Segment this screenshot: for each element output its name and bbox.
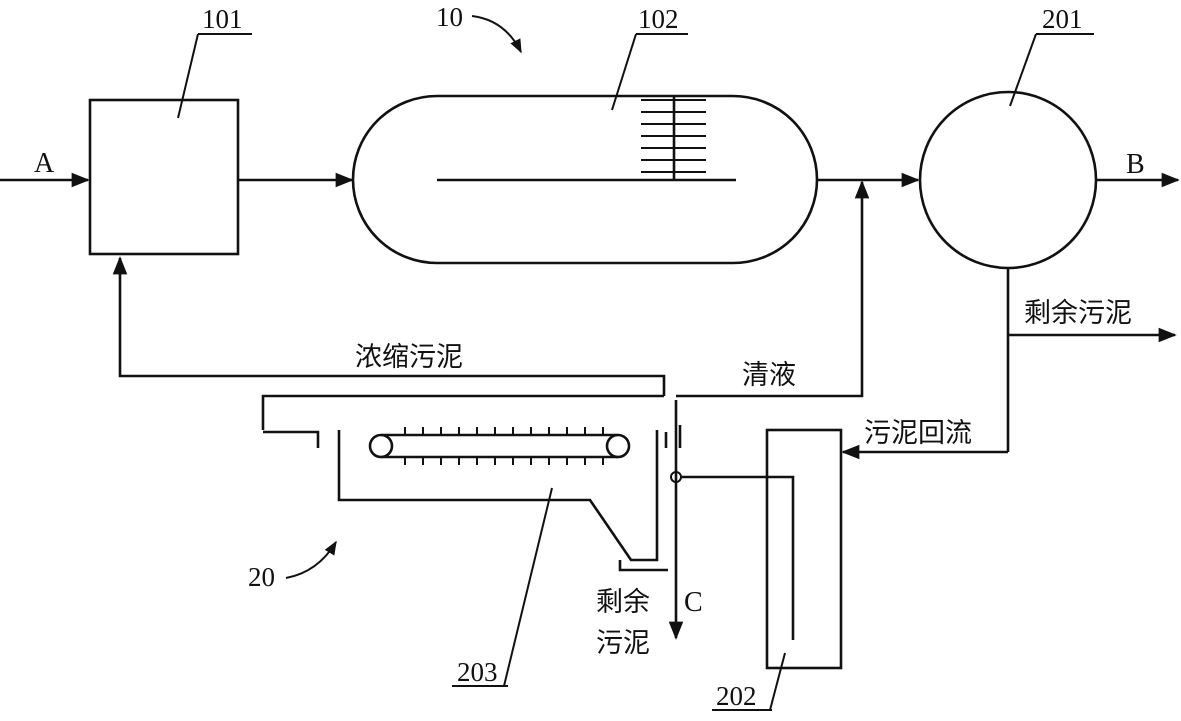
- unit-203-label: 203: [457, 657, 498, 687]
- leader-203: [503, 487, 553, 687]
- excess-sludge-bottom-label-1: 剩余: [596, 587, 650, 618]
- unit-101-label: 101: [202, 4, 243, 34]
- leader-102: [611, 33, 637, 111]
- leader-202: [769, 652, 786, 711]
- unit-203-bottom-outlet: [618, 560, 668, 572]
- belt-teeth: [404, 427, 604, 465]
- system-10-label: 10: [436, 2, 463, 32]
- leader-101: [177, 33, 199, 119]
- leader-201: [1009, 33, 1037, 107]
- unit-202-label: 202: [716, 681, 757, 711]
- outlet-label: B: [1126, 149, 1145, 180]
- unit-201-clarifier: [918, 90, 1098, 270]
- system-10-arrow: [471, 15, 522, 54]
- unit-202-box: [765, 428, 843, 670]
- thickened-sludge-label: 浓缩污泥: [355, 342, 463, 373]
- clear-liquid-line: [676, 180, 870, 398]
- belt-roller-left: [368, 433, 394, 459]
- excess-sludge-top-label: 剩余污泥: [1024, 298, 1132, 329]
- reactor-mixer-blades: [641, 99, 706, 173]
- unit-102-label: 102: [638, 4, 679, 34]
- thickened-sludge-line: [112, 256, 666, 396]
- unit-101-box: [88, 98, 240, 256]
- unit-202-inner-pipe: [680, 475, 795, 640]
- junction-valve: [670, 471, 682, 483]
- unit-203-left-plate: [263, 430, 320, 448]
- unit-203-body: [337, 430, 659, 562]
- excess-sludge-bottom-label-2: 污泥: [596, 628, 650, 659]
- belt-roller-right: [605, 433, 631, 459]
- inlet-label: A: [34, 148, 55, 179]
- system-20-arrow: [285, 540, 337, 579]
- sludge-return-label: 污泥回流: [864, 418, 972, 449]
- unit-201-label: 201: [1042, 4, 1083, 34]
- unit-203-left-feed: [261, 394, 664, 430]
- sludge-outlet-label: C: [684, 587, 703, 618]
- clear-liquid-label: 清液: [742, 360, 796, 391]
- system-20-label: 20: [248, 562, 275, 592]
